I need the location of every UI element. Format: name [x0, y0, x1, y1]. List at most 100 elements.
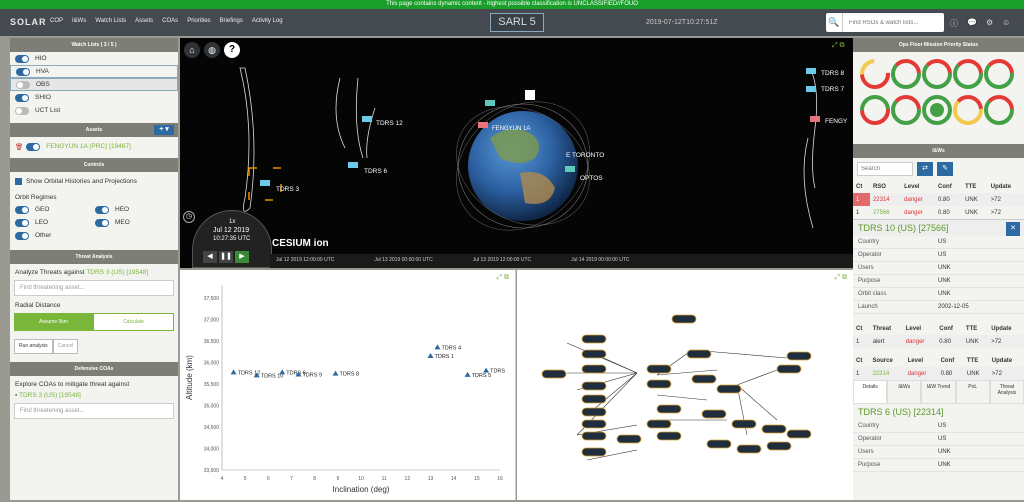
globe-icon[interactable]: ◍ [204, 42, 220, 58]
close-button[interactable]: ✕ [1006, 222, 1020, 236]
toolbar-icons: ⓘ 💬 ⚙ ☺ [950, 18, 1010, 29]
regime-other[interactable]: Other [10, 229, 90, 242]
expand-icon[interactable]: ⤢ ⧉ [832, 42, 845, 49]
nav-cop[interactable]: COP [50, 18, 64, 24]
regime-geo[interactable]: GEO [10, 203, 90, 216]
nav-activity-log[interactable]: Activity Log [251, 18, 283, 24]
run-analysis-button[interactable]: Run analysis [14, 339, 53, 354]
play-button[interactable]: ▶ [235, 251, 249, 263]
checkbox-icon[interactable] [15, 178, 22, 185]
user-icon[interactable]: ☺ [1002, 18, 1011, 27]
help-icon[interactable]: ? [224, 42, 240, 58]
point-label: TDRS [490, 369, 505, 375]
settings-icon[interactable]: ⚙ [985, 18, 994, 27]
scatter-point [253, 372, 260, 378]
map-label-fengyun[interactable]: FENGYUN 1A [492, 126, 531, 132]
pause-button[interactable]: ❚❚ [219, 251, 233, 263]
analyze-threats-label: Analyze Threats against TDRS 3 (US) [195… [15, 269, 149, 276]
find-threat-input-2[interactable]: Find threatening asset... [14, 403, 174, 419]
toggle[interactable] [15, 93, 29, 102]
toggle[interactable] [16, 80, 30, 89]
chat-icon[interactable]: 💬 [967, 18, 977, 27]
assume-0km-button[interactable]: Assume 0km [14, 313, 93, 331]
map-label-optos[interactable]: OPTOS [580, 175, 603, 182]
regime-meo[interactable]: MEO [90, 216, 170, 229]
toggle[interactable] [15, 106, 29, 115]
map-label-fengy[interactable]: FENGY [825, 118, 848, 125]
home-icon[interactable]: ⌂ [184, 42, 200, 58]
map-label-tdrs3[interactable]: TDRS 3 [276, 186, 300, 193]
nav-watch-lists[interactable]: Watch Lists [95, 18, 127, 24]
priority-rings[interactable] [853, 52, 1024, 142]
map-label-tdrs12[interactable]: TDRS 12 [376, 120, 403, 127]
tab-iw-trend[interactable]: I&W Trend [921, 380, 956, 404]
tab-iws[interactable]: I&Ws [887, 380, 922, 404]
map-label-tdrs6[interactable]: TDRS 6 [364, 168, 388, 175]
edit-icon[interactable]: ✎ [937, 162, 953, 176]
expand-icon[interactable]: ⤢ ⧉ [834, 274, 847, 281]
toggle[interactable] [95, 218, 109, 227]
regime-leo[interactable]: LEO [10, 216, 90, 229]
nav-iws[interactable]: I&Ws [72, 18, 87, 24]
toggle[interactable] [15, 205, 29, 214]
tab-threat-analysis[interactable]: Threat Analysis [989, 380, 1024, 404]
global-search: 🔍 [826, 13, 944, 32]
nav-coas[interactable]: COAs [162, 18, 179, 24]
scatter-point [427, 352, 434, 358]
watchlist-item-obs[interactable]: OBS [10, 78, 178, 91]
rewind-button[interactable]: ◀ [203, 251, 217, 263]
show-orbital-checkbox[interactable]: Show Orbital Histories and Projections [10, 175, 178, 188]
controls-header: Controls [10, 158, 178, 172]
scatter-point [464, 371, 471, 377]
tab-pol[interactable]: PoL [955, 380, 990, 404]
timer-icon[interactable]: ◷ [183, 211, 195, 223]
toggle[interactable] [26, 142, 41, 151]
clock-widget[interactable]: 1x Jul 12 2019 10:27:35 UTC ◀ ❚❚ ▶ [192, 210, 272, 268]
expand-icon[interactable]: ⤢ ⧉ [496, 274, 509, 281]
regime-heo[interactable]: HEO [90, 203, 170, 216]
nav-priorities[interactable]: Priorities [187, 18, 211, 24]
timeline-tick: Jul 13 2019 12:00:00 UTC [472, 257, 532, 263]
watchlist-item-uct[interactable]: UCT List [10, 104, 178, 117]
map-label-tdrs7[interactable]: TDRS 7 [821, 86, 845, 93]
trash-icon[interactable]: 🗑 [15, 143, 24, 151]
map-label-tdrs8[interactable]: TDRS 8 [821, 70, 845, 77]
toggle[interactable] [15, 218, 29, 227]
global-search-input[interactable] [843, 19, 939, 26]
search-icon[interactable]: 🔍 [826, 13, 843, 32]
toggle[interactable] [15, 54, 29, 63]
nav-assets[interactable]: Assets [135, 18, 154, 24]
timeline-bar[interactable]: Jul 12 2019 12:00:00 UTC Jul 13 2019 00:… [270, 254, 853, 268]
watchlist-item-shio[interactable]: SHIO [10, 91, 178, 104]
threat-analysis-header: Threat Analysis [10, 250, 178, 264]
toggle[interactable] [95, 205, 109, 214]
x-tick-label: 9 [336, 476, 339, 482]
watchlist-item-hio[interactable]: HIO [10, 52, 178, 65]
calculate-button[interactable]: Calculate [93, 313, 174, 331]
asset-item[interactable]: 🗑FENGYUN 1A (PRC) [19467] [15, 142, 131, 151]
iw-search-input[interactable] [857, 162, 913, 176]
network-graph[interactable] [517, 270, 853, 500]
shuffle-icon[interactable]: ⇄ [917, 162, 933, 176]
find-threat-input[interactable]: Find threatening asset... [14, 280, 174, 296]
info-icon[interactable]: ⓘ [950, 19, 958, 28]
cancel-button[interactable]: Cancel [52, 339, 79, 354]
add-asset-button[interactable]: + ▾ [154, 125, 174, 135]
tab-details[interactable]: Details [853, 380, 888, 404]
map-label-toronto[interactable]: E TORONTO [566, 152, 605, 159]
explore-target: ▪ TDRS 3 (US) [19548] [15, 392, 81, 399]
app-logo[interactable]: SOLAR [10, 17, 47, 27]
nav-briefings[interactable]: Briefings [219, 18, 243, 24]
globe-view[interactable]: ⌂ ◍ ? ⤢ ⧉ TDRS 8 T [180, 38, 853, 268]
toggle[interactable] [16, 67, 30, 76]
orbit-scene [239, 67, 820, 231]
toggle[interactable] [15, 231, 29, 240]
watchlist-item-hva[interactable]: HVA [10, 65, 178, 78]
